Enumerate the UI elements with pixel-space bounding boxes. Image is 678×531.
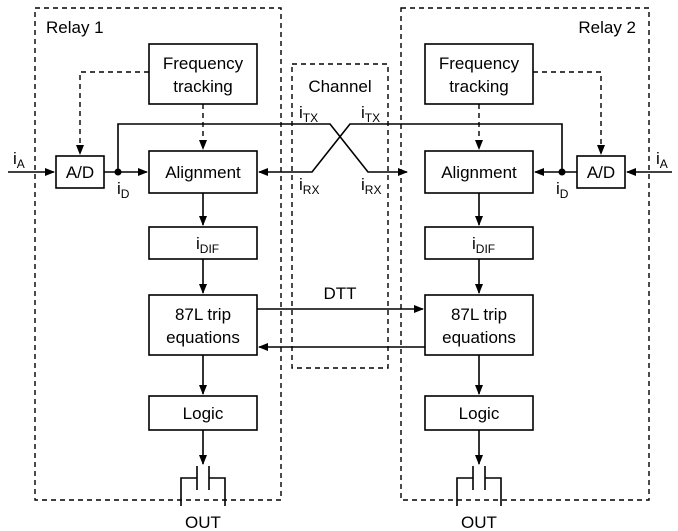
- channel-itx-right-label: iTX: [361, 103, 380, 125]
- relay2-ia-label: iA: [656, 149, 668, 171]
- relay2-title: Relay 2: [578, 18, 636, 37]
- relay2-frequency-tracking-block: [424, 43, 534, 105]
- relay2-tx-wire: [258, 123, 563, 176]
- relay1-trip-equations-block: [148, 294, 258, 356]
- relay1-frequency-tracking-block: [148, 43, 258, 105]
- channel-irx-left-label: iRX: [299, 175, 319, 197]
- relay1-alignment-label: Alignment: [165, 163, 241, 182]
- relay1-id-label: iD: [117, 179, 130, 201]
- channel-itx-left-label: iTX: [299, 103, 318, 125]
- relay1-idif-block: [148, 226, 258, 260]
- channel-irx-right-label: iRX: [361, 175, 381, 197]
- relay1-out-label: OUT: [185, 513, 221, 531]
- relay2-frequency-label: Frequency: [439, 54, 520, 73]
- relay2-tracking-label: tracking: [449, 77, 509, 96]
- relay1-logic-label: Logic: [183, 404, 224, 423]
- relay1-equations-label: equations: [166, 328, 240, 347]
- relay1-frequency-label: Frequency: [163, 54, 244, 73]
- relay2-idif-block: [424, 226, 534, 260]
- relay1-title: Relay 1: [46, 18, 104, 37]
- channel-frame: [291, 63, 389, 369]
- relay1-tracking-label: tracking: [173, 77, 233, 96]
- relay1-trip-label: 87L trip: [175, 305, 231, 324]
- relay2-logic-label: Logic: [459, 404, 500, 423]
- relay1-logic-block: [148, 395, 258, 431]
- relay2-trip-equations-block: [424, 294, 534, 356]
- relay1-freq-to-ad-wire: [76, 71, 149, 155]
- relay2-alignment-block: [424, 150, 534, 194]
- channel-dtt-label: DTT: [323, 284, 356, 303]
- relay2-alignment-label: Alignment: [441, 163, 517, 182]
- relay2-id-label: iD: [556, 179, 569, 201]
- relay1-output-contact: [180, 466, 226, 506]
- relay2-idif-label: iDIF: [472, 234, 495, 256]
- relay1-ia-label: iA: [13, 149, 25, 171]
- relay2-ad-label: A/D: [587, 163, 615, 182]
- relay2-freq-to-ad-wire: [533, 71, 605, 155]
- relay2-logic-block: [424, 395, 534, 431]
- relay2-out-label: OUT: [461, 513, 497, 531]
- relay2-output-contact: [456, 466, 502, 506]
- relay1-ad-label: A/D: [66, 163, 94, 182]
- relay2-equations-label: equations: [442, 328, 516, 347]
- relay1-tx-wire: [117, 123, 408, 176]
- channel-title: Channel: [308, 77, 371, 96]
- relay2-frame: [400, 7, 650, 501]
- relay2-trip-label: 87L trip: [451, 305, 507, 324]
- relay1-idif-label: iDIF: [196, 234, 219, 256]
